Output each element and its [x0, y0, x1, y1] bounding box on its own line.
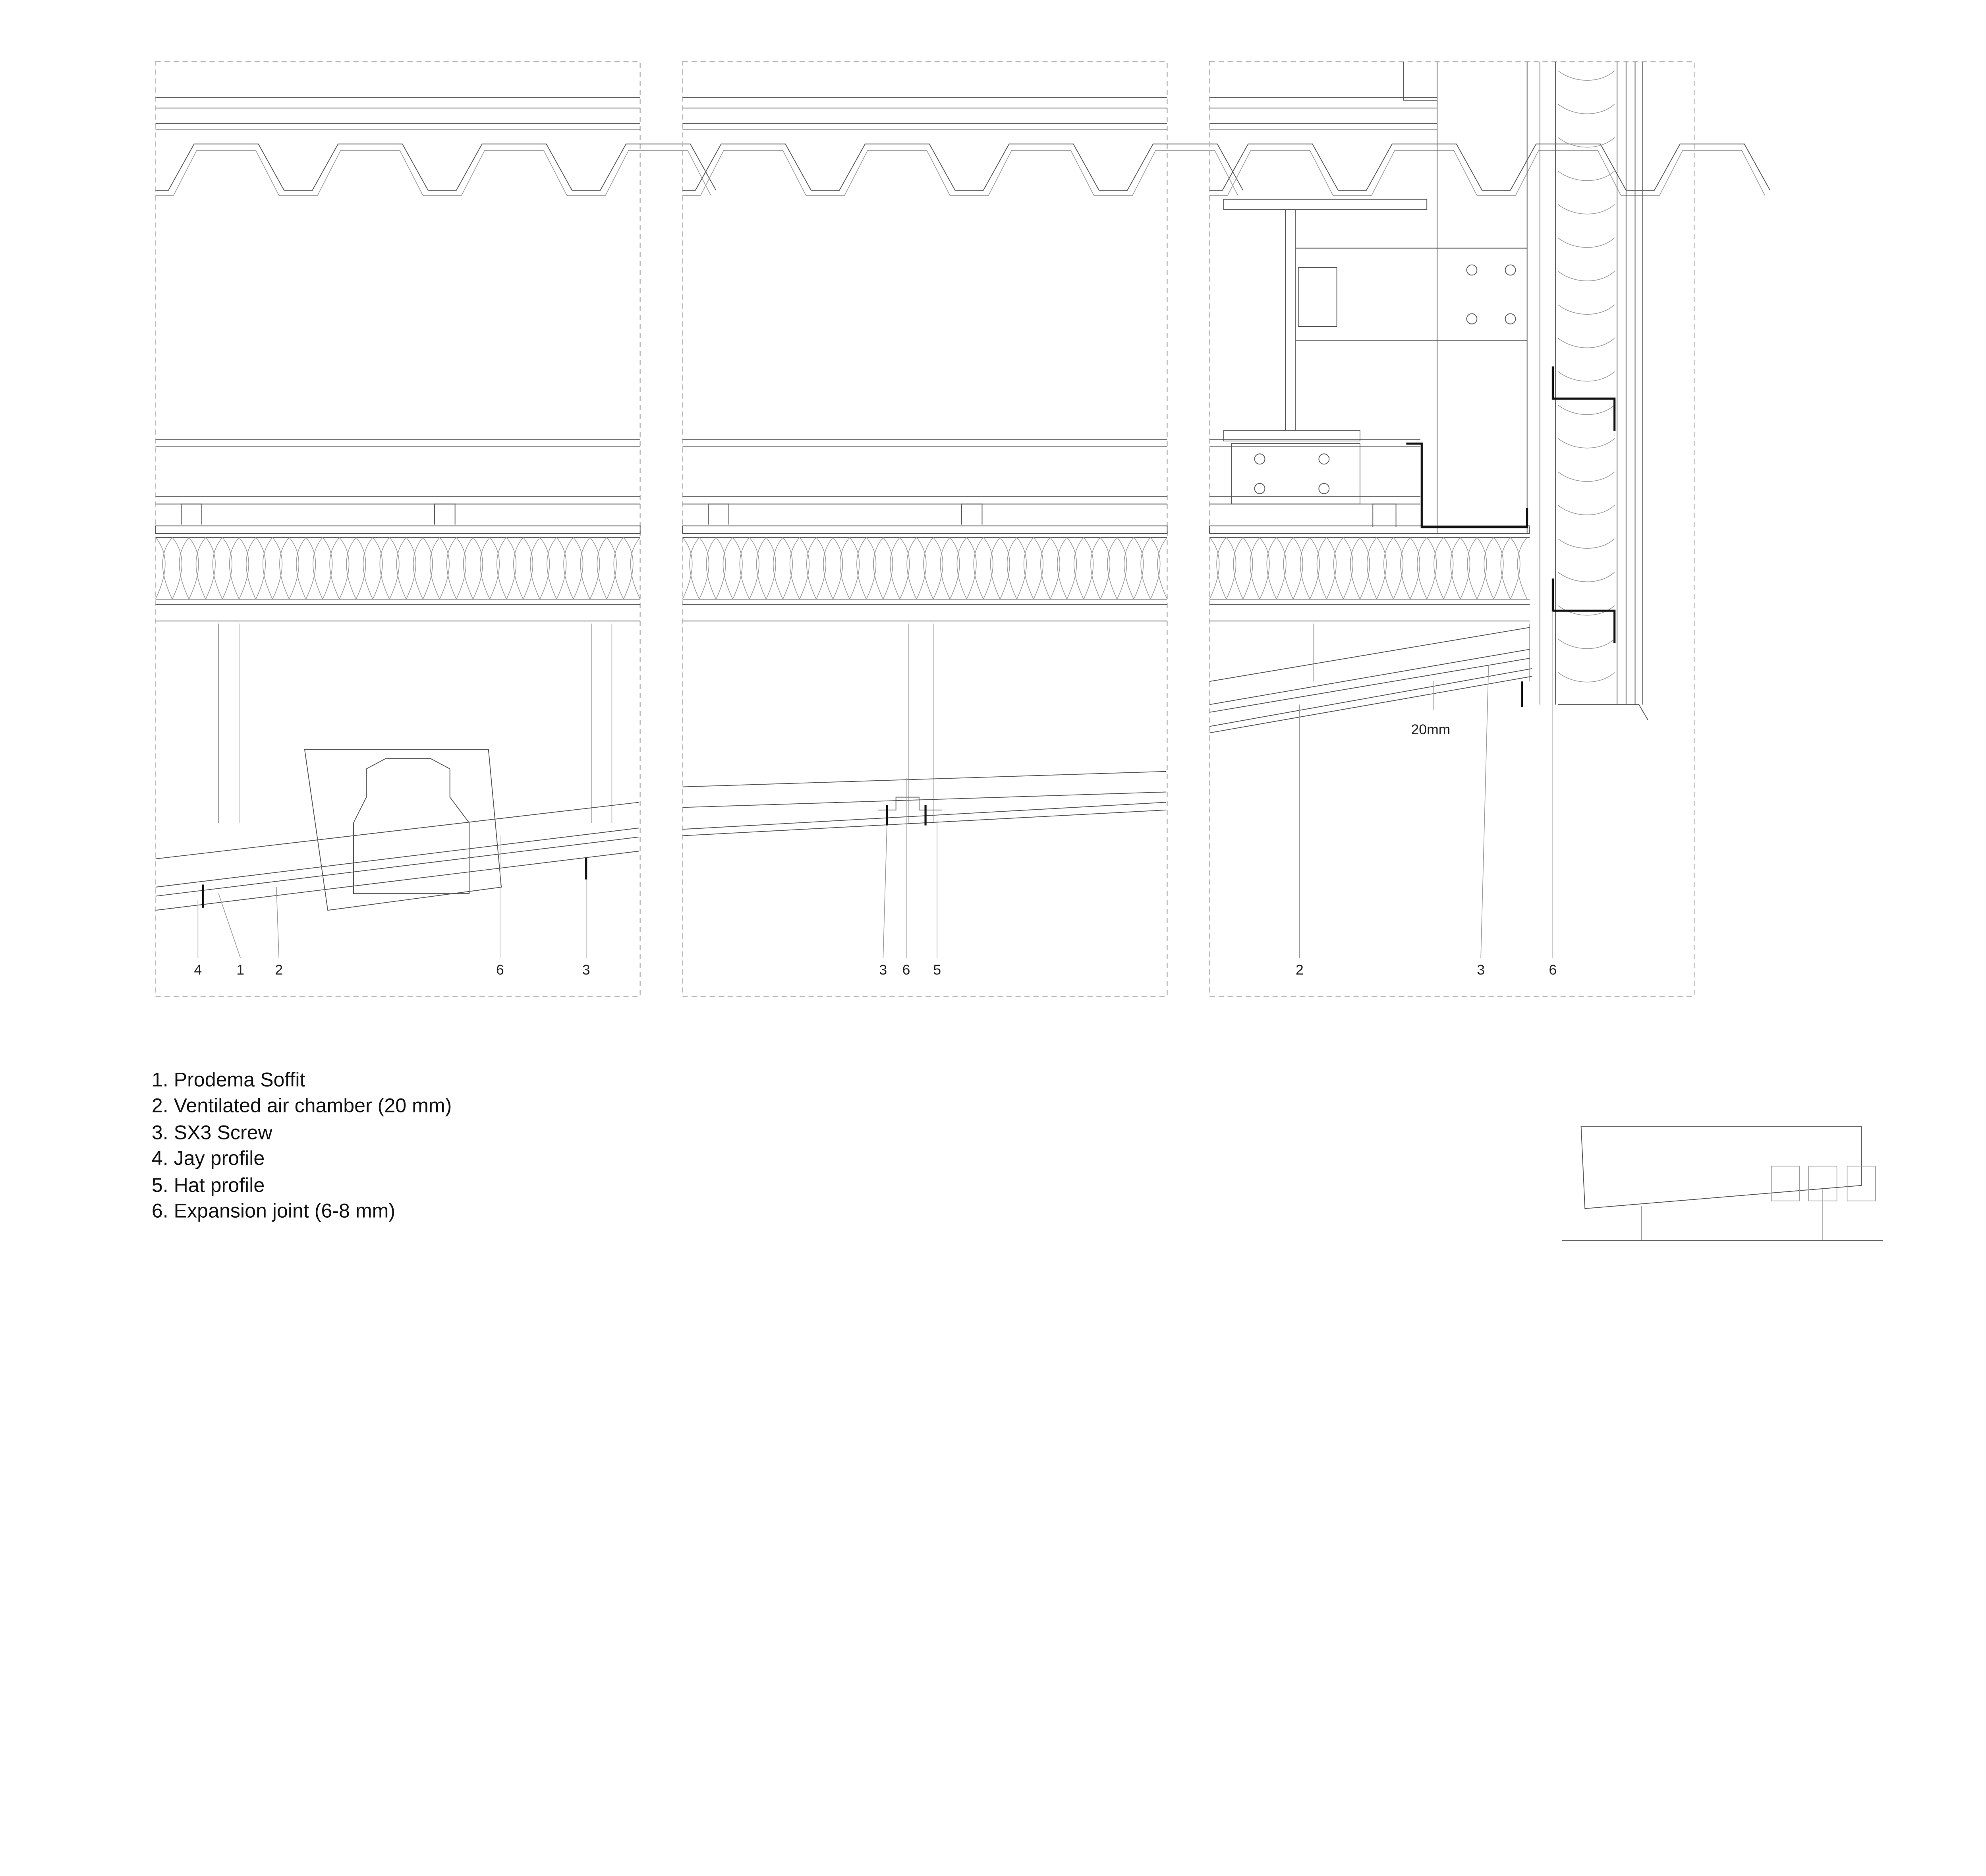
soffit-panel [682, 771, 1166, 836]
spacer [708, 503, 729, 525]
bolt [1505, 264, 1516, 276]
screw [886, 805, 927, 826]
i-beam [1223, 199, 1428, 442]
connection-plate [1298, 267, 1337, 327]
downlight-box [304, 749, 502, 911]
downlight-fixture [353, 758, 470, 894]
leader-line [1480, 666, 1489, 958]
steel-deck-inner [1209, 150, 1766, 196]
insulation-pattern [1209, 537, 1528, 600]
leader-line [218, 893, 241, 958]
bolt [1466, 264, 1478, 276]
steel-deck [1209, 143, 1771, 191]
callout-3: 3 [1477, 962, 1485, 978]
legend-item-6: 6. Expansion joint (6-8 mm) [152, 1200, 395, 1222]
steel-deck-inner [682, 150, 1238, 196]
board-layer [1209, 525, 1530, 534]
panel-2-labels: 3 6 5 [879, 962, 941, 978]
leader-line [883, 825, 887, 958]
spacer [961, 503, 983, 525]
bolt [1254, 453, 1265, 465]
dimension-20mm: 20mm [1411, 721, 1451, 737]
soffit-panel [1209, 627, 1648, 733]
legend-item-5: 5. Hat profile [152, 1174, 265, 1196]
panel-frame [155, 61, 641, 997]
steel-deck-inner [155, 150, 711, 196]
screw [202, 857, 587, 908]
legend-item-1: 1. Prodema Soffit [152, 1069, 305, 1091]
board-layer [682, 525, 1168, 534]
callout-6: 6 [902, 962, 910, 978]
z-profile [1551, 366, 1616, 643]
legend: 1. Prodema Soffit 2. Ventilated air cham… [152, 1069, 452, 1222]
insulation-pattern [155, 537, 641, 600]
legend-item-4: 4. Jay profile [152, 1147, 265, 1169]
detail-panel-2 [682, 61, 1244, 997]
bolt [1318, 483, 1330, 494]
spacer [434, 503, 456, 525]
steel-deck [682, 143, 1244, 191]
bolt [1466, 313, 1478, 325]
callout-3: 3 [879, 962, 887, 978]
bolt [1318, 453, 1330, 465]
legend-item-3: 3. SX3 Screw [152, 1121, 273, 1143]
callout-6: 6 [496, 962, 504, 978]
callout-2: 2 [1296, 962, 1304, 978]
detail-panel-3 [1209, 61, 1771, 997]
detail-panel-1 [155, 61, 717, 997]
callout-3: 3 [582, 962, 590, 978]
insulation-pattern [682, 537, 1168, 600]
board-layer [155, 525, 641, 534]
steel-plate [1296, 62, 1528, 534]
spacer [1372, 503, 1397, 527]
insulation-boundary [155, 537, 640, 622]
bolt [1254, 483, 1265, 494]
spacer [181, 503, 203, 525]
callout-1: 1 [236, 962, 244, 978]
callout-5: 5 [933, 962, 941, 978]
callout-4: 4 [194, 962, 202, 978]
panel-3-labels: 2 3 6 20mm [1296, 721, 1557, 978]
facade-layer [1540, 62, 1643, 705]
facade-insulation [1557, 70, 1615, 683]
bolt [1505, 313, 1516, 325]
steel-deck [155, 143, 717, 191]
panel-frame [682, 61, 1168, 997]
panel-1-labels: 4 1 2 6 3 [194, 962, 590, 978]
hat-profile [878, 797, 943, 810]
insulation-boundary [1209, 537, 1530, 622]
soffit-panel [155, 802, 639, 911]
legend-item-2: 2. Ventilated air chamber (20 mm) [152, 1094, 452, 1116]
callout-2: 2 [275, 962, 283, 978]
angle-profile [1406, 442, 1528, 528]
bolt-plate [1231, 443, 1360, 505]
key-plan-section [1562, 1126, 1884, 1241]
panel-frame [1209, 61, 1695, 997]
construction-detail-drawing: 4 1 2 6 3 3 6 5 2 3 6 20mm 1. Prodema So… [152, 61, 1884, 1241]
insulation-boundary [682, 537, 1167, 622]
callout-6: 6 [1549, 962, 1557, 978]
leader-line [276, 887, 280, 958]
